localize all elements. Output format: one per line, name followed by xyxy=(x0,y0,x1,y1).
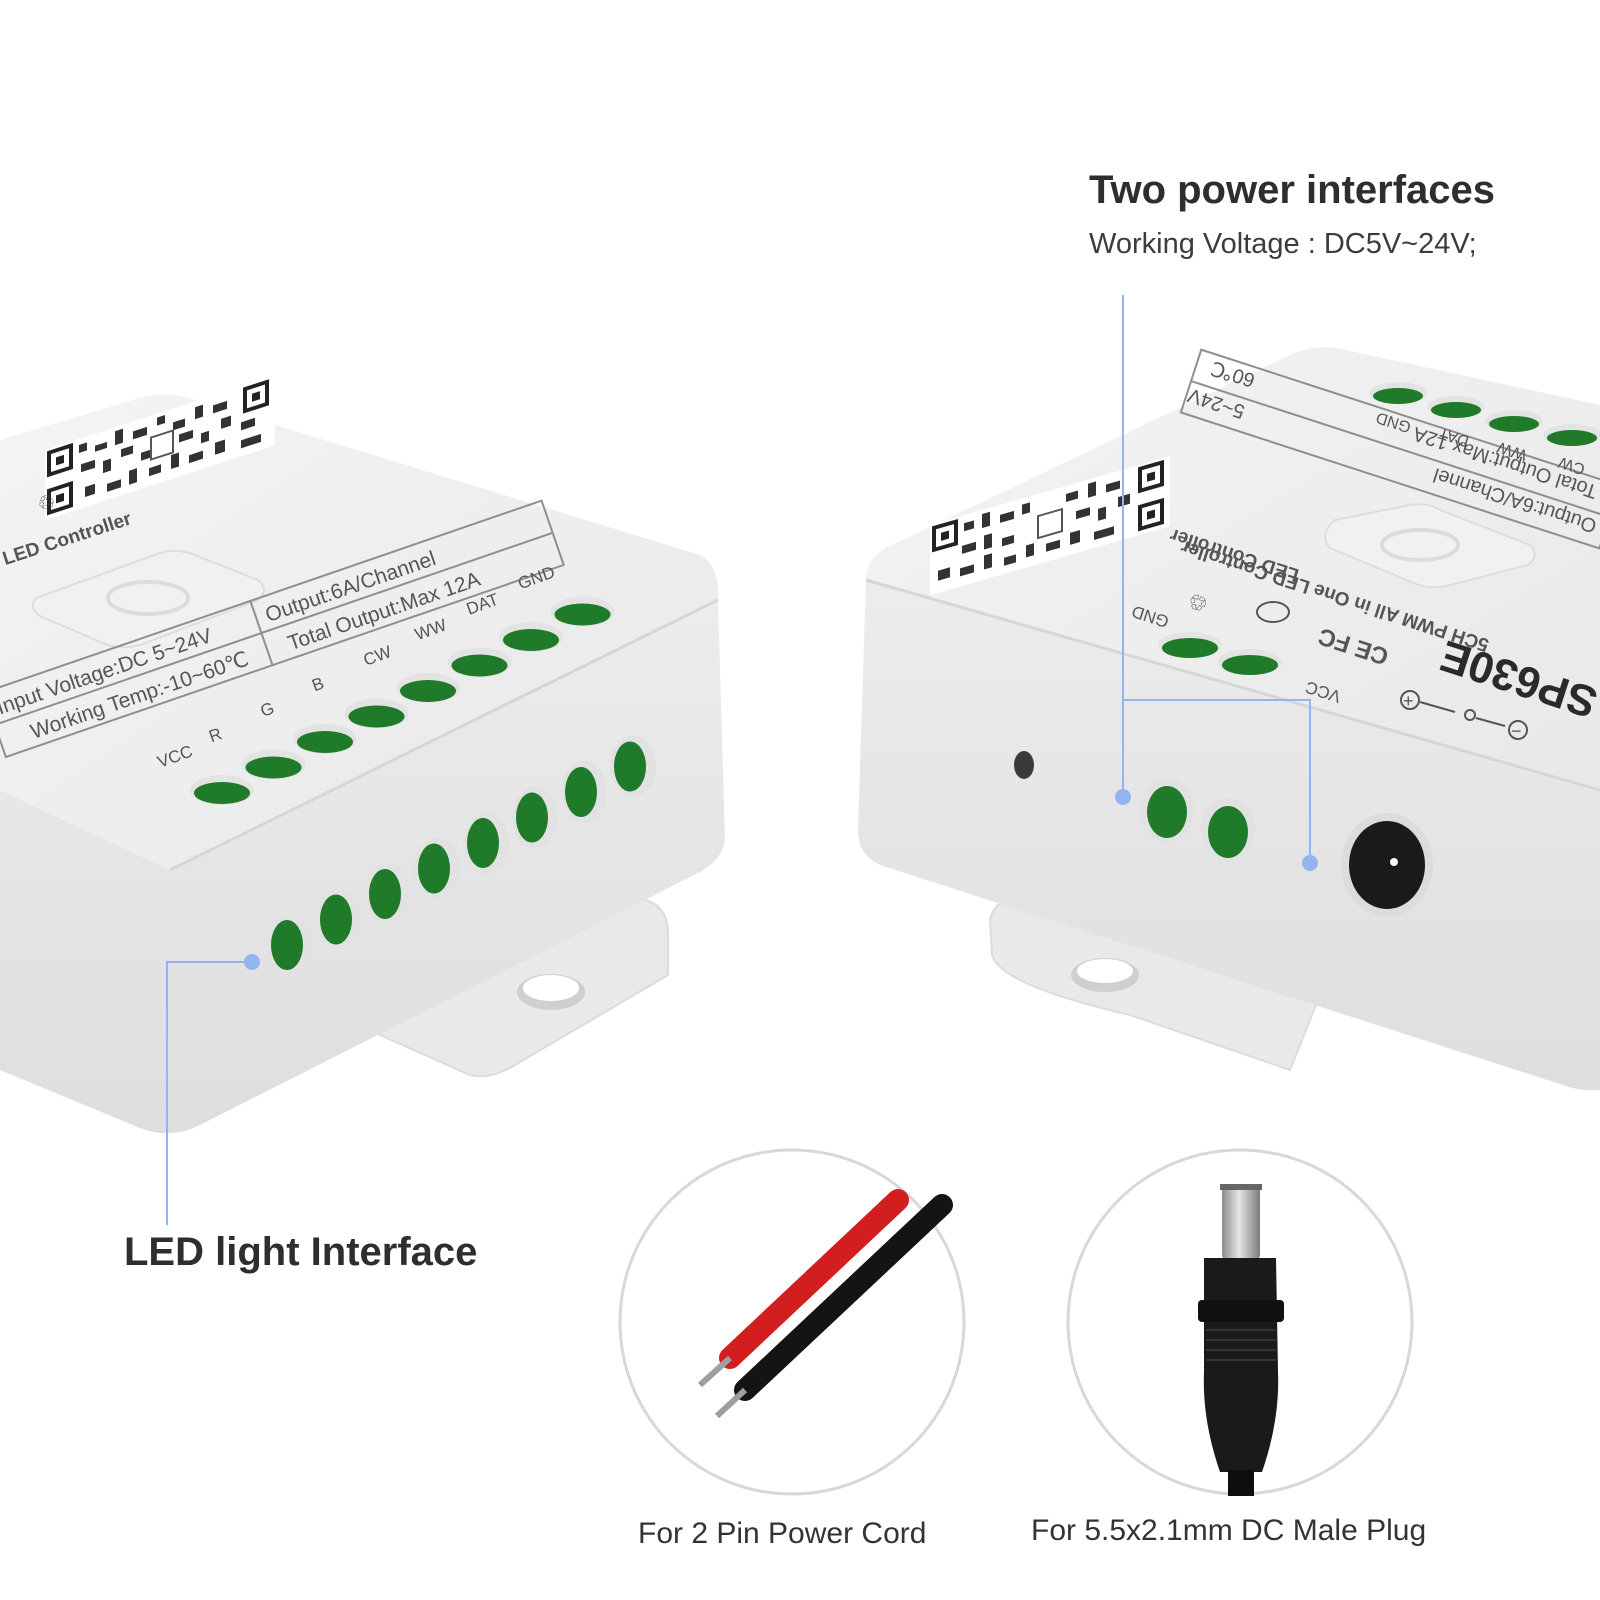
terminal-ww: WW xyxy=(412,615,512,678)
callout-lines xyxy=(166,295,1311,1225)
svg-text:−: − xyxy=(1511,721,1522,741)
rohs-mark xyxy=(1256,601,1290,623)
mic-hole xyxy=(1014,751,1034,779)
side-opening-vcc xyxy=(267,914,313,976)
dc-jack xyxy=(1341,813,1433,917)
power-button[interactable] xyxy=(31,549,265,649)
polarity-symbol: + − xyxy=(1400,690,1528,741)
side-opening-r xyxy=(316,888,362,951)
dc-plug-illustration xyxy=(1066,1148,1414,1496)
svg-text:+: + xyxy=(1403,691,1414,711)
terminal-r: R xyxy=(206,724,306,780)
terminal-label: G xyxy=(258,698,277,720)
terminal-g: G xyxy=(258,698,357,754)
terminal-b: B xyxy=(309,674,409,729)
pin-cord-caption: For 2 Pin Power Cord xyxy=(638,1517,927,1550)
power-cord-illustration xyxy=(618,1148,966,1496)
side-power-openings xyxy=(1140,778,1255,862)
power-terminal-vcc: VCC xyxy=(1218,649,1343,706)
qr-code-left xyxy=(45,375,275,520)
right-terminal-gnd: GND xyxy=(1369,382,1427,435)
side-opening-ww xyxy=(512,786,558,849)
side-opening-g xyxy=(365,863,411,925)
callout-dots xyxy=(244,789,1318,970)
right-spec-temp-fragment: 60℃ xyxy=(1208,356,1257,391)
recycle-icon: ♲ xyxy=(35,490,59,516)
qr-code-right xyxy=(930,456,1170,595)
side-opening-gnd xyxy=(610,735,656,798)
left-side-terminals xyxy=(267,735,656,976)
side-opening-b xyxy=(414,837,460,900)
working-voltage-text: Working Voltage : DC5V~24V; xyxy=(1089,228,1477,260)
right-controller: Output:6A/Channel Total Output:Max 12A 5… xyxy=(858,346,1600,1091)
power-interfaces-title: Two power interfaces xyxy=(1089,168,1496,212)
dc-plug-caption: For 5.5x2.1mm DC Male Plug xyxy=(1031,1514,1427,1547)
left-controller: ♲ e LED Controller Input Voltage:DC 5~24… xyxy=(0,375,725,1134)
side-opening-dat xyxy=(561,761,607,823)
terminal-label: R xyxy=(206,724,224,746)
power-button-right[interactable] xyxy=(1324,503,1536,589)
led-interface-title: LED light Interface xyxy=(124,1230,478,1274)
terminal-vcc: VCC xyxy=(155,742,254,805)
side-opening-cw xyxy=(463,812,509,874)
